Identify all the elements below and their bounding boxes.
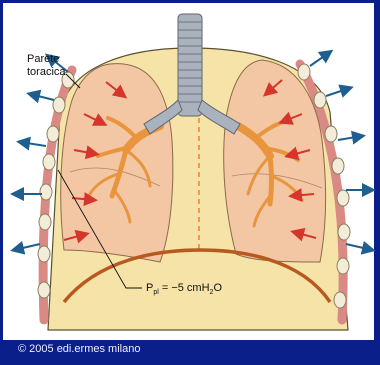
chest-wall-label: Parete toracica [27,53,66,79]
ppl-equals: = −5 cmH [159,282,210,294]
copyright-text: © 2005 edi.ermes milano [18,343,140,355]
chest-wall-label-line2: toracica [27,66,66,79]
chest-wall-label-line1: Parete [27,53,66,66]
left-lung [61,64,173,262]
pleural-pressure-label: Ppl = −5 cmH2O [146,282,222,299]
ppl-suffix: O [213,282,222,294]
